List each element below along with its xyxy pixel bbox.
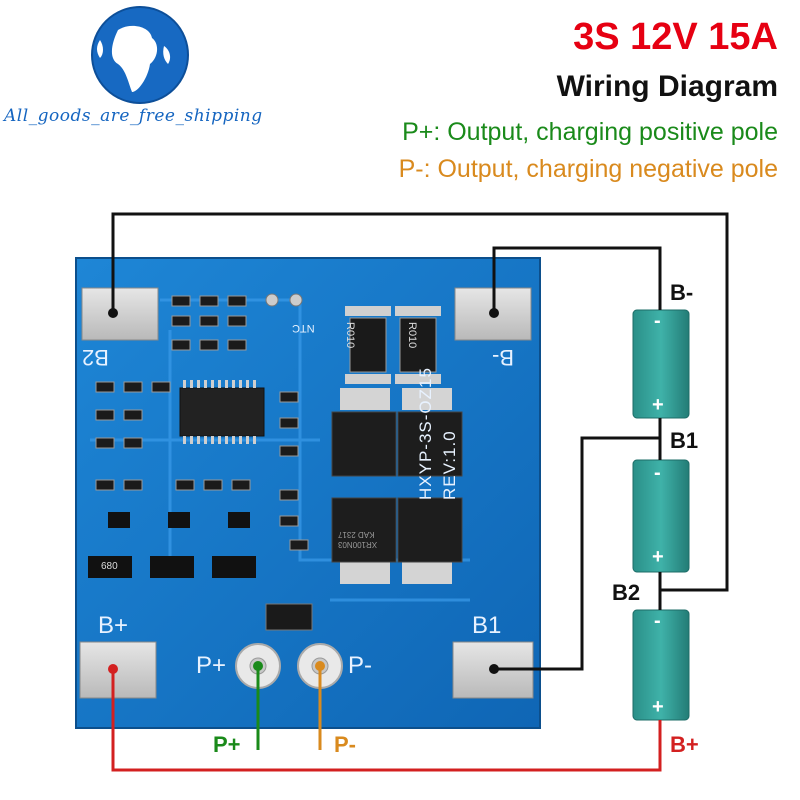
legend-positive: P+: Output, charging positive pole [402,118,778,146]
pcb-label-pminus: P- [348,652,372,679]
wire-bplus [111,669,662,772]
shop-caption: All_goods_are_free_shipping [4,106,263,126]
page-title: 3S 12V 15A [573,16,778,58]
cell1-minus: - [654,310,661,332]
smd-components [88,293,313,631]
cell2-plus: + [652,546,664,568]
resistor-code-1: R010 [344,322,356,349]
pcb-label-bminus: B- [492,345,514,370]
output-label-pplus: P+ [213,732,241,757]
resistor-680-label: 680 [101,561,118,572]
page-subtitle: Wiring Diagram [556,70,778,103]
cell3-minus: - [654,610,661,632]
resistor-680-1 [88,556,132,578]
battery-label-b1: B1 [670,428,699,453]
pcb-revision: REV:1.0 [440,430,459,500]
globe-icon [91,6,189,104]
resistor-680-3 [212,556,256,578]
wire-bminus [492,246,662,313]
wire-b1 [494,436,660,671]
diode [265,603,313,631]
resistor-680-2 [150,556,194,578]
cell1-plus: + [652,394,664,416]
mosfet-date: KAD 2317 [338,530,375,539]
pcb-model: HXYP-3S-OZ15 [416,367,435,500]
pcb-label-b1: B1 [472,612,502,639]
cell3-plus: + [652,696,664,718]
pad-b2 [81,287,159,341]
mosfet-part: XR100N03 [338,540,378,549]
pad-bplus [79,641,157,699]
pcb-label-b2: B2 [82,345,109,370]
wire-b2 [111,212,729,592]
battery-label-bminus: B- [670,280,694,305]
ic-chip [179,380,265,444]
sense-resistors [345,306,441,384]
cell2-minus: - [654,462,661,484]
resistor-code-2: R010 [406,322,418,349]
battery-label-b2: B2 [612,580,641,605]
pcb-label-pplus: P+ [196,652,227,679]
legend-negative: P-: Output, charging negative pole [398,155,778,183]
connection-dots [108,308,499,674]
black-wires [111,212,729,671]
pcb-ntc: NTC [292,322,315,334]
output-label-pminus: P- [334,732,356,757]
mosfets [331,388,463,584]
pcb-label-bplus: B+ [98,612,129,639]
battery-label-bplus: B+ [670,732,699,757]
